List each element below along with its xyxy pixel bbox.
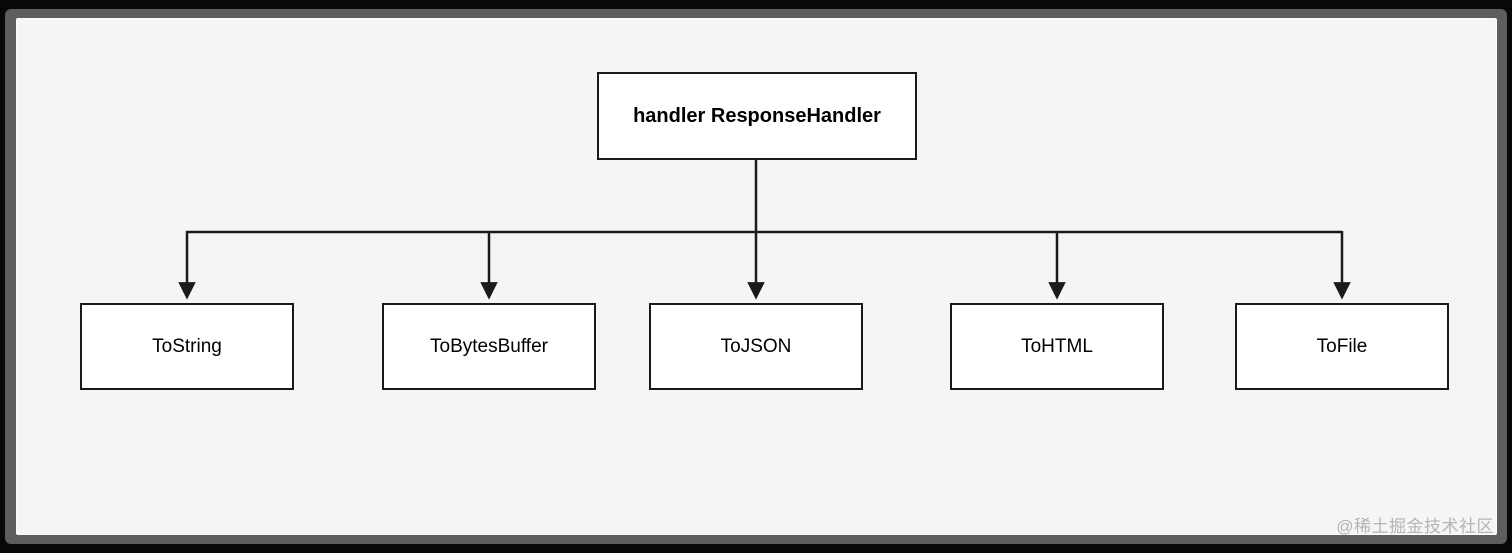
node-tohtml-label: ToHTML xyxy=(1021,335,1093,357)
node-tostring: ToString xyxy=(80,303,294,390)
watermark: @稀土掘金技术社区 xyxy=(1336,517,1494,536)
node-response-handler: handler ResponseHandler xyxy=(597,72,917,160)
node-response-handler-label: handler ResponseHandler xyxy=(633,104,881,127)
node-tofile: ToFile xyxy=(1235,303,1449,390)
node-tojson-label: ToJSON xyxy=(720,335,792,357)
node-tojson: ToJSON xyxy=(649,303,863,390)
node-tofile-label: ToFile xyxy=(1316,335,1368,357)
node-tobytesbuffer-label: ToBytesBuffer xyxy=(430,335,548,357)
node-tobytesbuffer: ToBytesBuffer xyxy=(382,303,596,390)
node-tohtml: ToHTML xyxy=(950,303,1164,390)
node-tostring-label: ToString xyxy=(152,335,222,357)
